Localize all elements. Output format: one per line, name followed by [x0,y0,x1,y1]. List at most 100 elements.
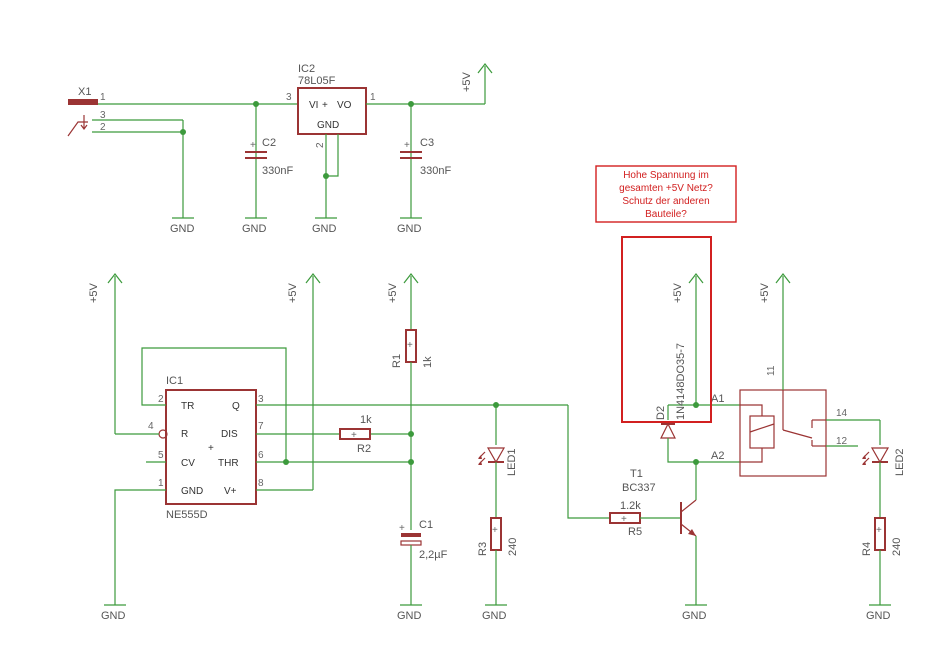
gnd-top-3: GND [312,217,337,235]
ic1-pin2: 2 [158,394,164,405]
ic2-ref: IC2 [298,63,315,75]
svg-text:+: + [621,514,627,525]
svg-text:+: + [208,443,214,454]
ic2-body [297,87,367,135]
c3-ref: C3 [420,137,434,149]
x1-pin1-bar [68,99,98,105]
resistor-r5: + 1.2k R5 [609,500,642,538]
supply-5v-top: +5V [461,63,493,92]
r2-ref: R2 [357,443,371,455]
ic2-pin3: 3 [286,92,292,103]
ic2-vi: VI [309,100,318,111]
svg-text:+: + [399,523,405,534]
svg-text:GND: GND [397,610,422,622]
wire-trigger [141,347,287,462]
led1-ref: LED1 [506,448,518,476]
capacitor-c2: + C2 330nF [245,137,293,177]
capacitor-c3: + C3 330nF [400,137,451,177]
gnd-bottom-3: GND [482,604,507,622]
capacitor-c1: + C1 2,2µF [399,519,448,561]
connector-x1: X1 1 3 2 [67,86,106,137]
d2-value: 1N4148DO35-7 [675,343,687,420]
a1-label: A1 [711,393,724,405]
ic1-pin5: 5 [158,450,164,461]
supply-5v-5: +5V [759,273,791,390]
junction-led1 [493,402,499,408]
led-1: LED1 [478,447,518,476]
svg-text:+: + [492,525,498,536]
c1-ref: C1 [419,519,433,531]
x1-jack-arrow [80,124,88,130]
ic1-pin1: 1 [158,478,164,489]
junction-a1 [693,402,699,408]
r3-value: 240 [507,538,519,556]
ic1-gnd: GND [181,486,203,497]
supply-5v-top-label: +5V [461,71,473,92]
note-line-4: Bauteile? [645,209,687,220]
junction-thr [283,459,289,465]
note-line-1: Hohe Spannung im [623,170,709,181]
ic1-pin6: 6 [258,450,264,461]
gnd-top-2: GND [242,217,267,235]
c1-value: 2,2µF [419,549,448,561]
svg-text:GND: GND [242,223,267,235]
ic1-thr: THR [218,458,239,469]
c2-value: 330nF [262,165,293,177]
r4-value: 240 [891,538,903,556]
svg-text:+: + [876,525,882,536]
wire-gnd-ic1 [114,489,146,605]
r2-value: 1k [360,414,372,426]
svg-text:+: + [404,140,410,151]
r1-value: 1k [422,356,434,368]
junction-c2 [253,101,259,107]
x1-pin-1: 1 [100,92,106,103]
t1-value: BC337 [622,482,656,494]
annotation-note: Hohe Spannung im gesamten +5V Netz? Schu… [595,165,737,223]
driver-section: + 1.2k R5 T1 BC337 GND +5V [567,273,906,622]
gnd-bottom-2: GND [397,604,422,622]
svg-text:GND: GND [397,223,422,235]
wire-to-r5 [567,405,610,519]
ic2-value: 78L05F [298,75,336,87]
wire-a2 [667,438,740,463]
r5-ref: R5 [628,526,642,538]
ic1-body [165,389,257,505]
relay-pin12: 12 [836,436,848,447]
relay-coil [749,415,775,449]
ic1-ref: IC1 [166,375,183,387]
svg-text:+: + [351,430,357,441]
ic2-vo: VO [337,100,352,111]
svg-text:GND: GND [312,223,337,235]
gnd-top-4: GND [397,217,422,235]
diode-d2: D2 1N4148DO35-7 [655,343,687,439]
svg-text:+: + [322,100,328,111]
timer-ic1: IC1 NE555D TR Q R DIS CV THR GND V+ + 2 … [146,375,264,521]
ic1-vplus: V+ [224,486,237,497]
ic2-pin1: 1 [370,92,376,103]
ic1-pin3: 3 [258,394,264,405]
led2-ref: LED2 [894,448,906,476]
note-line-3: Schutz der anderen [622,196,709,207]
gnd-bottom-5: GND [866,604,891,622]
a2-label: A2 [711,450,724,462]
note-box [595,165,737,223]
svg-text:+: + [407,340,413,351]
junction-c3 [408,101,414,107]
resistor-r2: + 1k R2 [339,414,372,455]
r5-value: 1.2k [620,500,641,512]
power-supply-section: X1 1 3 2 + C2 330nF IC2 78L05F VI + VO [67,63,493,235]
r4-ref: R4 [861,542,873,556]
relay-pin14: 14 [836,408,848,419]
ic1-q: Q [232,401,240,412]
timer-section: +5V +5V +5V IC1 NE555D TR Q R DIS CV THR… [88,273,568,622]
resistor-r4: + R4 240 [861,517,903,556]
r3-ref: R3 [477,542,489,556]
svg-text:GND: GND [101,610,126,622]
led-2: LED2 [862,447,906,476]
ic1-r: R [181,429,188,440]
resistor-r3: + R3 240 [477,517,519,556]
ic2-pin2: 2 [315,142,326,148]
svg-text:GND: GND [170,223,195,235]
svg-text:GND: GND [866,610,891,622]
